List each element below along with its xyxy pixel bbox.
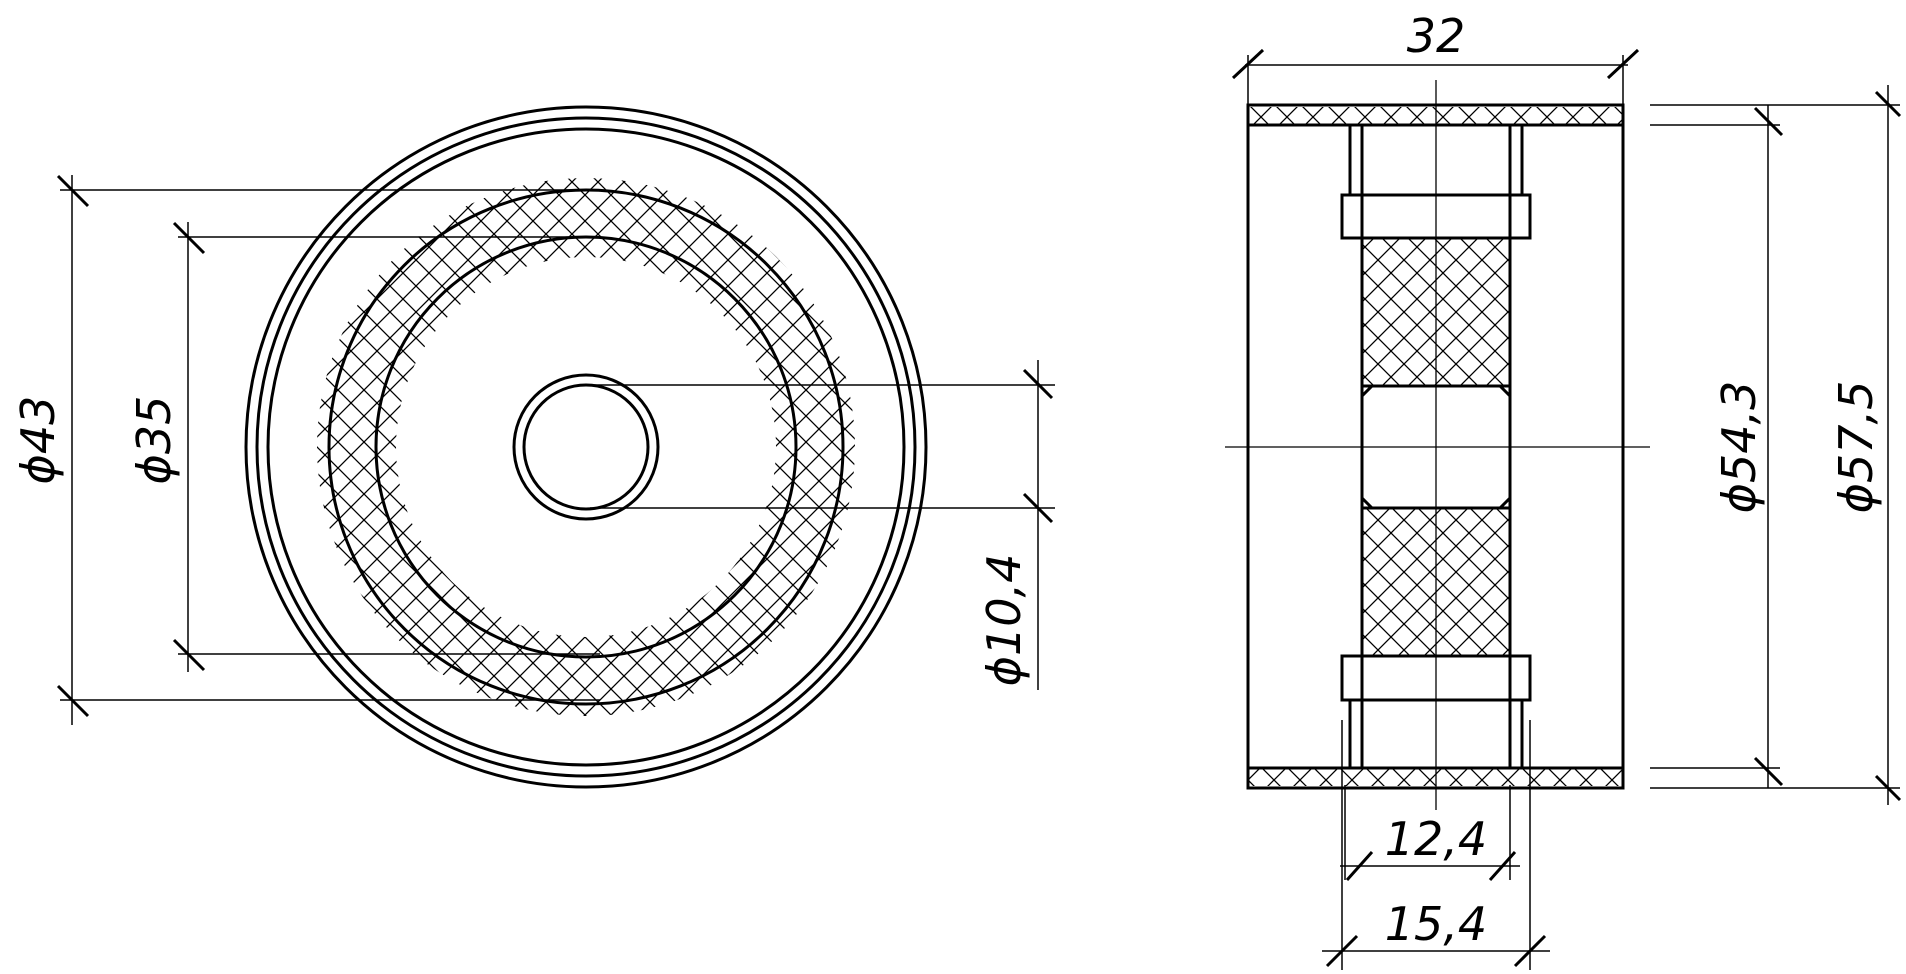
outer-tire-circle bbox=[255, 116, 917, 778]
label-width-15-4: 15,4 bbox=[1385, 897, 1487, 951]
dim-d10-4 bbox=[590, 360, 1055, 690]
outer-rim-circle bbox=[244, 105, 928, 789]
front-view bbox=[56, 105, 1055, 789]
dim-d57-5 bbox=[1650, 85, 1902, 805]
label-width-12-4: 12,4 bbox=[1385, 812, 1487, 866]
bore-outer-circle bbox=[512, 373, 660, 521]
dim-width-12-4 bbox=[1340, 785, 1520, 881]
label-d54-3: ϕ54,3 bbox=[1712, 381, 1766, 514]
label-width-32: 32 bbox=[1407, 9, 1466, 63]
tire-inner-circle bbox=[266, 127, 906, 767]
dim-d35 bbox=[172, 221, 600, 672]
label-d10-4: ϕ10,4 bbox=[977, 554, 1031, 687]
rubber-ring-hatch bbox=[317, 178, 855, 716]
dim-width-15-4 bbox=[1322, 720, 1550, 970]
label-d57-5: ϕ57,5 bbox=[1829, 381, 1883, 514]
bore-inner-circle bbox=[522, 383, 650, 511]
dim-d54-3 bbox=[1650, 105, 1784, 788]
side-view bbox=[1225, 48, 1902, 970]
dim-width-32 bbox=[1231, 48, 1640, 105]
label-d43: ϕ43 bbox=[11, 396, 65, 485]
dim-d43 bbox=[56, 174, 600, 725]
label-d35: ϕ35 bbox=[127, 396, 181, 485]
